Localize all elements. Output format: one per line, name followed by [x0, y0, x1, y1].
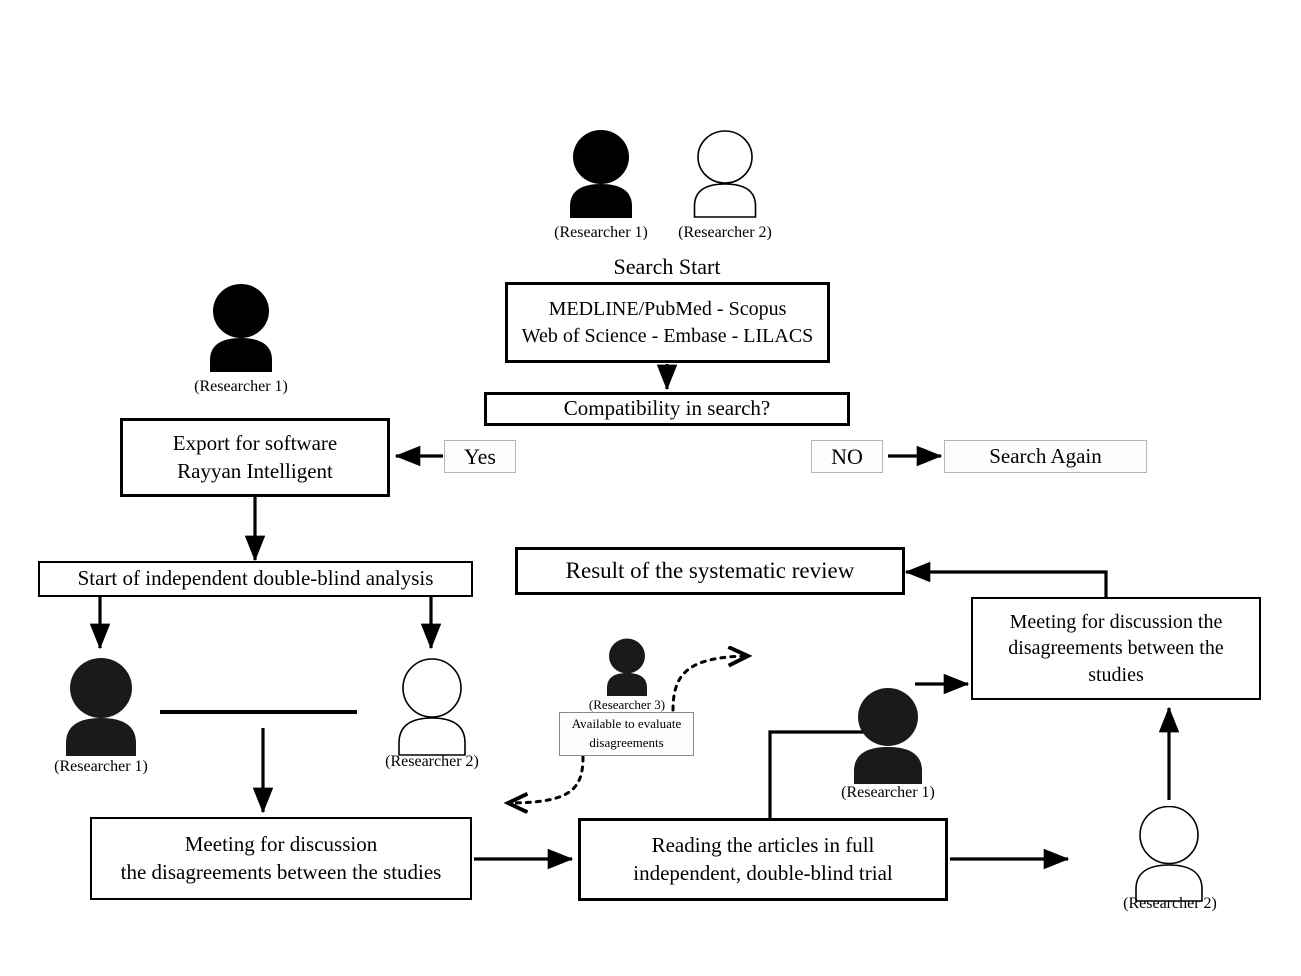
- export-line2: Rayyan Intelligent: [177, 458, 333, 483]
- person-filled-icon: [210, 284, 272, 372]
- meeting-right-line3: studies: [1088, 663, 1144, 686]
- yes-chip[interactable]: Yes: [444, 440, 516, 473]
- compatibility-box[interactable]: Compatibility in search?: [484, 392, 850, 426]
- top-researcher1-label: (Researcher 1): [554, 224, 648, 241]
- export-box[interactable]: Export for software Rayyan Intelligent: [120, 418, 390, 497]
- analysis-researcher2-label: (Researcher 2): [385, 753, 479, 770]
- databases-line2: Web of Science - Embase - LILACS: [521, 324, 814, 347]
- meeting-right-line2: disagreements between the: [1008, 637, 1224, 660]
- reading-line1: Reading the articles in full: [651, 832, 875, 857]
- meeting-left-line1: Meeting for discussion: [184, 831, 378, 856]
- databases-box[interactable]: MEDLINE/PubMed - Scopus Web of Science -…: [505, 282, 830, 363]
- top-researcher2-label: (Researcher 2): [678, 224, 772, 241]
- wire-meeting-right-to-result: [904, 561, 1108, 598]
- meeting-left-box[interactable]: Meeting for discussion the disagreements…: [90, 817, 472, 900]
- bottom-researcher1-label: (Researcher 1): [841, 784, 935, 801]
- reading-line2: independent, double-blind trial: [633, 860, 893, 885]
- result-label: Result of the systematic review: [565, 557, 855, 583]
- person-outline-icon: [693, 130, 757, 218]
- export-line1: Export for software: [172, 430, 338, 455]
- search-start-label: Search Start: [613, 254, 721, 279]
- wire-researcher3-in-dashed: [508, 755, 585, 803]
- analysis-researcher1-label: (Researcher 1): [54, 758, 148, 775]
- researcher3-note-box[interactable]: Available to evaluate disagreements: [559, 712, 694, 756]
- person-outline-icon: [398, 658, 466, 756]
- researcher3-note-line2: disagreements: [589, 735, 664, 750]
- compatibility-label: Compatibility in search?: [563, 396, 771, 421]
- researcher3-note-line1: Available to evaluate: [571, 716, 682, 732]
- person-filled-icon: [854, 688, 922, 784]
- no-label: NO: [831, 443, 863, 469]
- start-analysis-label: Start of independent double-blind analys…: [77, 566, 434, 591]
- person-filled-icon: [570, 130, 632, 218]
- person-outline-icon: [1135, 806, 1203, 902]
- meeting-right-box[interactable]: Meeting for discussion the disagreements…: [971, 597, 1261, 700]
- meeting-left-line2: the disagreements between the studies: [120, 859, 442, 884]
- databases-line1: MEDLINE/PubMed - Scopus: [548, 298, 787, 321]
- person-filled-icon: [607, 638, 647, 696]
- person-filled-icon: [66, 658, 136, 756]
- export-researcher1-label: (Researcher 1): [194, 378, 288, 395]
- meeting-right-line1: Meeting for discussion the: [1009, 610, 1223, 633]
- start-analysis-box[interactable]: Start of independent double-blind analys…: [38, 561, 473, 597]
- yes-label: Yes: [463, 443, 496, 469]
- bottom-researcher2-label: (Researcher 2): [1123, 895, 1217, 912]
- search-again-chip[interactable]: Search Again: [944, 440, 1147, 473]
- reading-box[interactable]: Reading the articles in full independent…: [578, 818, 948, 901]
- researcher3-label: (Researcher 3): [588, 697, 666, 712]
- result-box[interactable]: Result of the systematic review: [515, 547, 905, 595]
- no-chip[interactable]: NO: [811, 440, 883, 473]
- search-again-label: Search Again: [989, 444, 1102, 468]
